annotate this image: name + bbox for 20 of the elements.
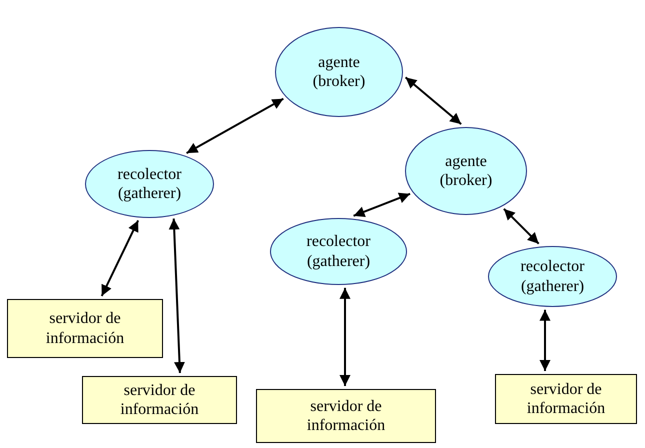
node-label: agente (broker) [312,52,366,92]
double-arrow [340,288,350,386]
node-label: recolector (gatherer) [306,232,372,271]
double-arrow [186,98,284,154]
node-label: servidor de información [44,309,126,348]
rectangle-node [495,374,637,424]
node-label: recolector (gatherer) [116,164,182,204]
double-arrow [404,76,462,125]
node-label: servidor de información [526,380,606,418]
node-label: recolector (gatherer) [520,257,586,296]
double-arrow [503,208,540,244]
rectangle-node [256,389,436,443]
node-label: servidor de información [306,396,386,436]
double-arrow [353,192,410,217]
rectangle-node [82,376,237,424]
double-arrow [540,310,550,371]
node-label: agente (broker) [438,152,494,190]
node-label: servidor de información [119,380,200,420]
rectangle-node [7,299,163,358]
double-arrow [168,218,185,374]
